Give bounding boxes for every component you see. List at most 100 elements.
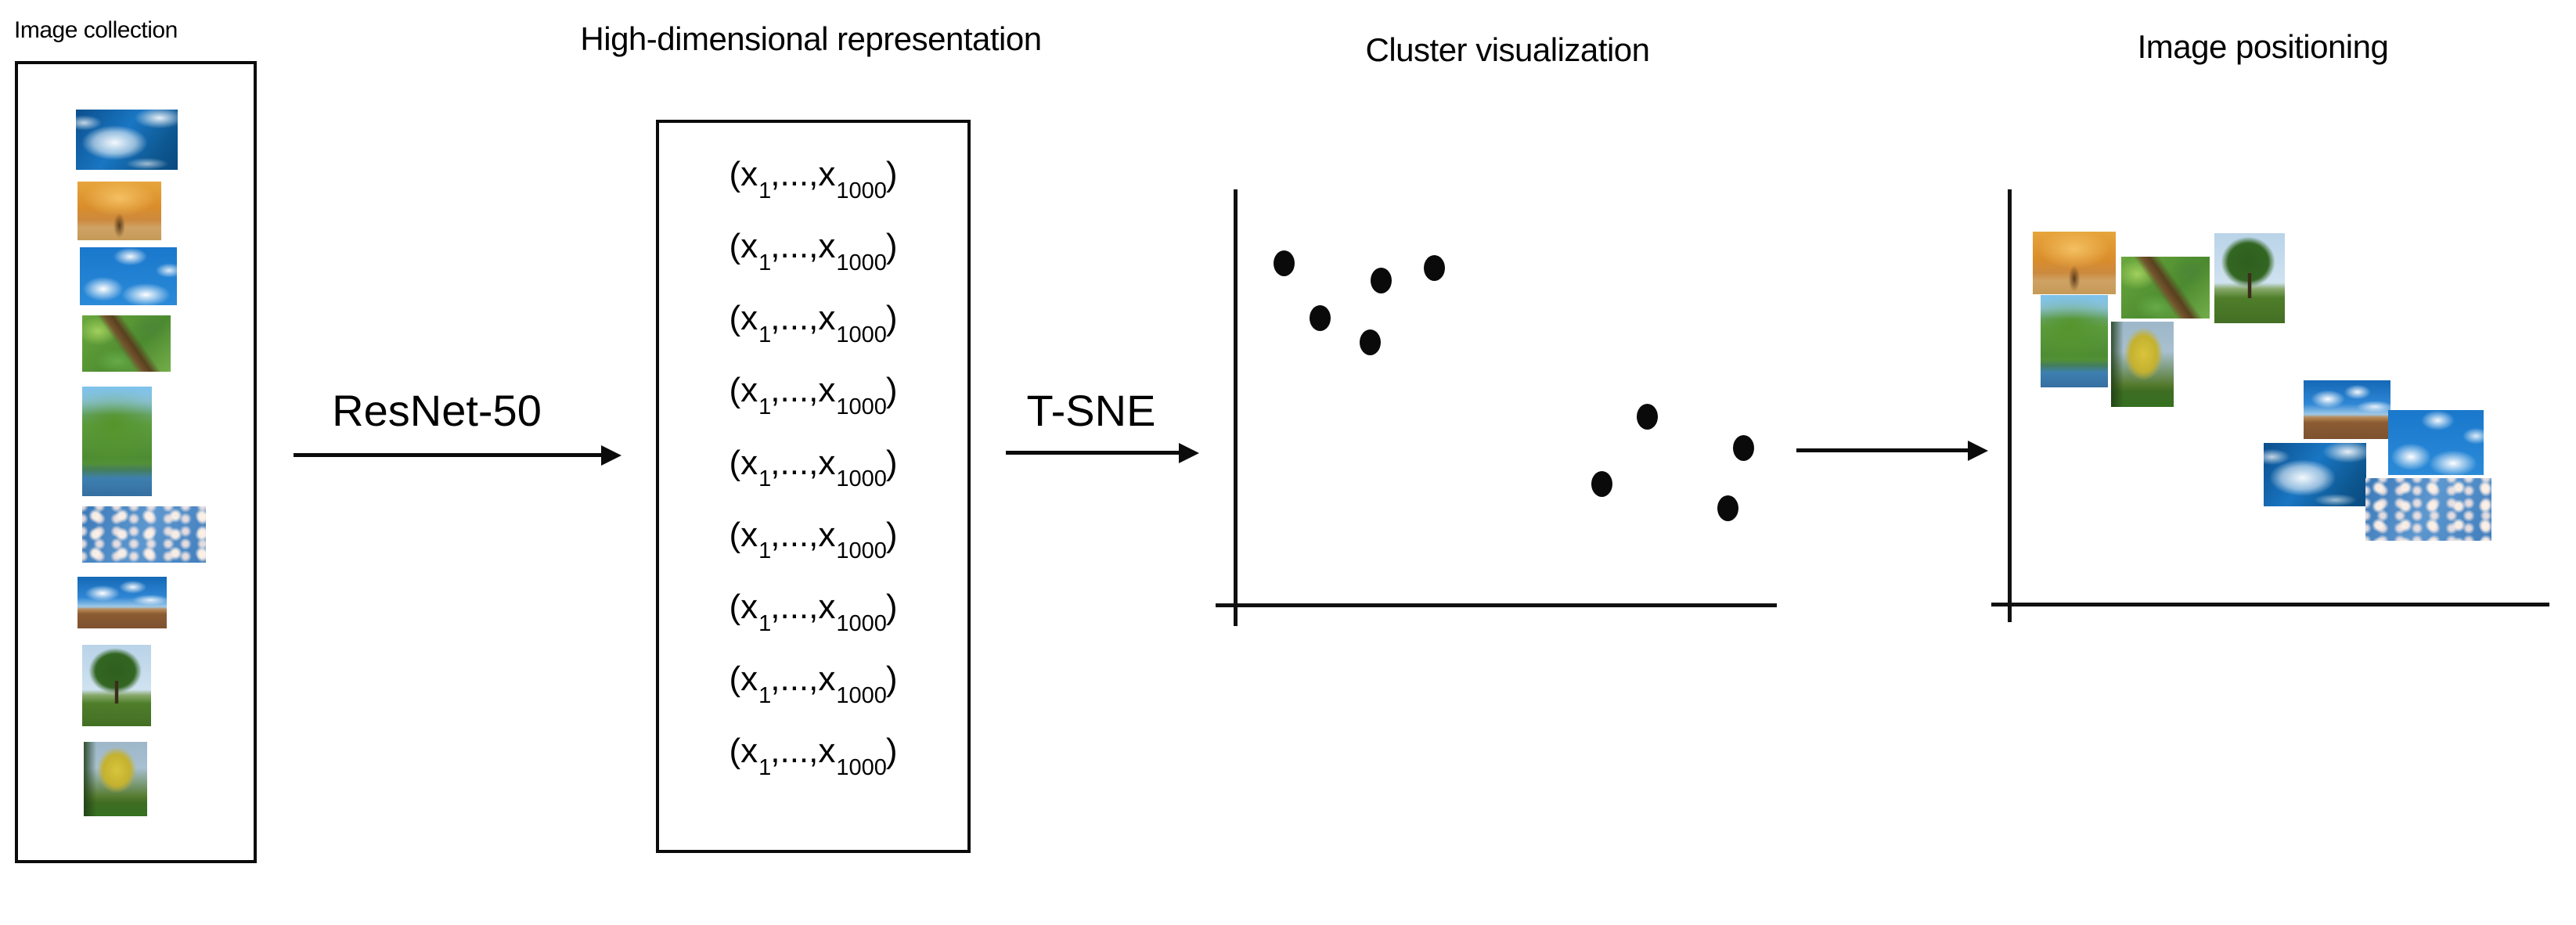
vector-text: (x (729, 371, 758, 410)
vector-text: ) (885, 659, 898, 698)
vector-subscript: 1000 (836, 466, 887, 492)
scatter-dot (1591, 471, 1612, 497)
vector-subscript: 1000 (836, 178, 887, 203)
vector-text: ,...,x (770, 732, 836, 770)
vector-text: ) (885, 587, 898, 626)
feature-vector-list: (x1,...,x1000)(x1,...,x1000)(x1,...,x100… (659, 155, 967, 779)
scatter-dot (1637, 404, 1658, 430)
vector-subscript: 1000 (836, 250, 887, 275)
scatter-dot (1371, 268, 1392, 293)
willow-tree-lake-thumbnail (82, 387, 152, 496)
vector-text: ) (885, 732, 898, 770)
green-tree-meadow-thumbnail (82, 645, 151, 726)
vector-subscript: 1000 (836, 610, 887, 636)
sea-of-clouds-thumbnail (82, 506, 206, 563)
vector-box: (x1,...,x1000)(x1,...,x1000)(x1,...,x100… (656, 120, 971, 853)
scatter-dot (1274, 250, 1295, 276)
vector-text: ,...,x (770, 227, 836, 266)
blue-sky-clouds-thumbnail (2388, 410, 2484, 475)
sky-over-field-thumbnail (2304, 380, 2390, 439)
feature-vector-row: (x1,...,x1000) (729, 227, 898, 275)
collection-title: Image collection (14, 17, 178, 43)
vector-subscript: 1 (758, 466, 772, 492)
cluster-y-axis (1234, 189, 1238, 626)
vector-text: (x (729, 227, 758, 266)
vector-text: ,...,x (770, 587, 836, 626)
vector-text: ) (885, 299, 898, 338)
resnet-arrow (294, 445, 621, 466)
sea-of-clouds-thumbnail (2365, 478, 2491, 541)
cluster-title: Cluster visualization (1365, 31, 1651, 68)
arrow-head-icon (601, 445, 621, 466)
positioning-y-axis (2008, 189, 2012, 622)
cluster-x-axis (1216, 603, 1777, 607)
vector-text: (x (729, 732, 758, 770)
vector-text: ,...,x (770, 443, 836, 482)
feature-vector-row: (x1,...,x1000) (729, 515, 898, 563)
arrow-shaft (294, 453, 606, 457)
vector-text: ) (885, 515, 898, 554)
vector-subscript: 1 (758, 250, 772, 275)
vector-text: ) (885, 443, 898, 482)
vector-subscript: 1 (758, 610, 772, 636)
vector-subscript: 1 (758, 754, 772, 780)
vector-text: ,...,x (770, 155, 836, 193)
positioning-title: Image positioning (2137, 28, 2389, 65)
aerial-ocean-clouds-thumbnail (2264, 443, 2366, 506)
feature-vector-row: (x1,...,x1000) (729, 659, 898, 707)
vector-text: (x (729, 587, 758, 626)
vector-subscript: 1000 (836, 394, 887, 420)
green-tree-canopy-thumbnail (82, 315, 171, 372)
vector-text: ,...,x (770, 659, 836, 698)
arrow-head-icon (1968, 441, 1988, 461)
vector-text: (x (729, 515, 758, 554)
feature-vector-row: (x1,...,x1000) (729, 371, 898, 419)
scatter-dot (1360, 329, 1381, 355)
autumn-tree-thumbnail (77, 182, 161, 240)
feature-vector-row: (x1,...,x1000) (729, 732, 898, 779)
vector-text: ,...,x (770, 371, 836, 410)
representation-title: High-dimensional representation (580, 20, 1042, 57)
vector-text: (x (729, 659, 758, 698)
resnet-label: ResNet-50 (332, 386, 542, 435)
green-tree-meadow-thumbnail (2214, 233, 2285, 323)
vector-text: (x (729, 155, 758, 193)
positioning-x-axis (1991, 603, 2549, 606)
vector-text: ) (885, 155, 898, 193)
arrow-shaft (1796, 448, 1973, 452)
scatter-dot (1733, 435, 1754, 461)
tsne-arrow (1006, 443, 1199, 463)
vector-text: ) (885, 227, 898, 266)
tsne-label: T-SNE (1026, 386, 1156, 435)
vector-subscript: 1 (758, 682, 772, 708)
vector-text: ,...,x (770, 515, 836, 554)
vector-subscript: 1000 (836, 538, 887, 564)
vector-text: ) (885, 371, 898, 410)
yellow-autumn-tree-thumbnail (2111, 322, 2174, 407)
arrow-head-icon (1179, 443, 1199, 463)
vector-text: (x (729, 443, 758, 482)
vector-text: (x (729, 299, 758, 338)
scatter-dot (1717, 495, 1738, 521)
vector-subscript: 1 (758, 178, 772, 203)
positioning-arrow (1796, 441, 1988, 461)
willow-tree-lake-thumbnail (2041, 295, 2108, 387)
feature-vector-row: (x1,...,x1000) (729, 299, 898, 347)
yellow-autumn-tree-thumbnail (84, 742, 147, 816)
sky-over-field-thumbnail (77, 577, 167, 628)
feature-vector-row: (x1,...,x1000) (729, 443, 898, 491)
vector-subscript: 1 (758, 322, 772, 348)
scatter-dot (1424, 255, 1445, 281)
vector-subscript: 1 (758, 394, 772, 420)
feature-vector-row: (x1,...,x1000) (729, 587, 898, 635)
autumn-tree-thumbnail (2033, 232, 2116, 294)
aerial-ocean-clouds-thumbnail (76, 110, 178, 170)
vector-subscript: 1 (758, 538, 772, 564)
scatter-dot (1310, 305, 1331, 331)
vector-subscript: 1000 (836, 754, 887, 780)
vector-subscript: 1000 (836, 682, 887, 708)
green-tree-canopy-thumbnail (2121, 257, 2210, 319)
vector-text: ,...,x (770, 299, 836, 338)
blue-sky-clouds-thumbnail (80, 247, 177, 305)
